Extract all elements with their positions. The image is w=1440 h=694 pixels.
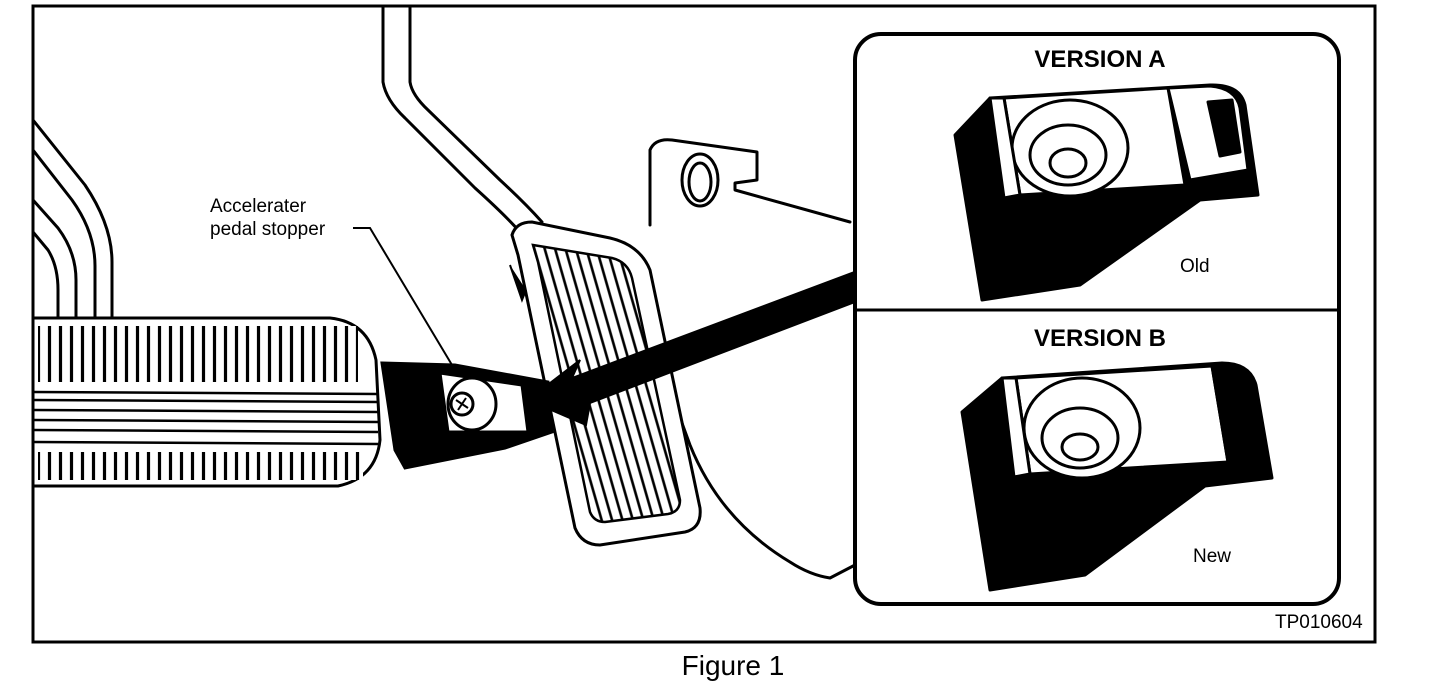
- brake-pedal-pad: [31, 316, 382, 488]
- version-a-title: VERSION A: [1034, 46, 1165, 73]
- callout-leader: [353, 227, 456, 371]
- callout-label-line2: pedal stopper: [210, 219, 326, 240]
- brake-pedal-arm: [33, 118, 114, 320]
- version-b-title: VERSION B: [1034, 325, 1166, 352]
- version-a-stopper: [953, 83, 1260, 302]
- accelerator-pedal-arm: [381, 6, 544, 234]
- version-b-stopper: [960, 361, 1274, 592]
- figure-code: TP010604: [1275, 612, 1363, 633]
- callout-label-line1: Accelerater: [210, 196, 307, 217]
- installed-pedal-stopper: [380, 361, 554, 470]
- version-b-label: New: [1193, 546, 1231, 567]
- version-a-label: Old: [1180, 256, 1210, 277]
- figure-caption: Figure 1: [682, 650, 785, 681]
